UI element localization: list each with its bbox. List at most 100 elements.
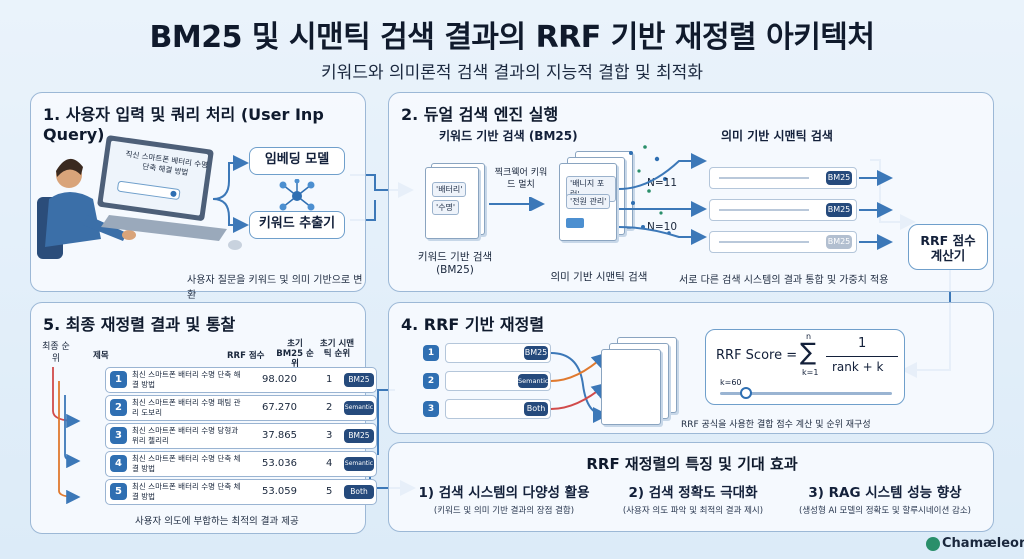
reranked-doc-3 bbox=[601, 349, 661, 425]
rerank-item-2-badge: Semantic bbox=[518, 374, 549, 388]
rrf-calculator-label: RRF 점수 계산기 bbox=[920, 233, 976, 263]
panel-rrf-rerank-title: 4. RRF 기반 재정렬 bbox=[401, 315, 545, 334]
brand-name: Chamæleon bbox=[942, 536, 1024, 551]
keyword-chip-battery: '배터리' bbox=[432, 182, 467, 197]
rerank-item-1-badge: BM25 bbox=[524, 346, 548, 360]
col-bm25-header: 초기 BM25 순위 bbox=[276, 339, 314, 369]
final-row-1-rank: 1 bbox=[110, 371, 127, 388]
final-row-1-title: 최신 스마트폰 배터리 수명 단축 해결 방법 bbox=[132, 370, 241, 389]
result-row-1-badge: BM25 bbox=[826, 171, 852, 185]
benefit-2-sub: (사용자 의도 파악 및 최적의 결과 제시) bbox=[622, 506, 764, 516]
k-slider-thumb[interactable] bbox=[740, 387, 752, 399]
panel-rrf-rerank-caption: RRF 공식을 사용한 결합 점수 계산 및 순위 재구성 bbox=[681, 420, 871, 430]
panel-final-results-caption: 사용자 의도에 부합하는 최적의 결과 제공 bbox=[135, 516, 299, 527]
bm25-header: 키워드 기반 검색 (BM25) bbox=[439, 129, 578, 143]
formula-denominator: rank + k bbox=[832, 360, 884, 374]
final-row-1: 1 최신 스마트폰 배터리 수명 단축 해결 방법 98.020 1 BM25 bbox=[105, 367, 377, 393]
col-rrf-header: RRF 점수 bbox=[227, 351, 265, 361]
panel-benefits: RRF 재정렬의 특징 및 기대 효과 1) 검색 시스템의 다양성 활용 (키… bbox=[388, 442, 994, 532]
rerank-item-3-number: 3 bbox=[423, 401, 439, 417]
k-slider-track[interactable] bbox=[720, 392, 892, 395]
rerank-item-1-number: 1 bbox=[423, 345, 439, 361]
panel-final-results: 5. 최종 재정렬 결과 및 통찰 최종 순위 제목 RRF 점수 초기 BM2… bbox=[30, 302, 377, 534]
final-row-2: 2 최신 스마트폰 배터리 수명 패팀 관리 도보리 67.270 2 Sema… bbox=[105, 395, 377, 421]
final-row-5: 5 최신 스마트폰 배터리 수명 단축 체결 방법 53.059 5 Both bbox=[105, 479, 377, 505]
result-row-2: BM25 bbox=[709, 199, 857, 221]
semantic-header: 의미 기반 시맨틱 검색 bbox=[721, 129, 833, 143]
final-row-2-title: 최신 스마트폰 배터리 수명 패팀 관리 도보리 bbox=[132, 398, 241, 417]
embedding-model-box: 임베딩 모델 bbox=[249, 147, 345, 175]
final-row-3-rank: 3 bbox=[110, 427, 127, 444]
results-merge-arrows bbox=[859, 170, 893, 250]
final-rank-label: 최종 순위 bbox=[42, 342, 70, 364]
rerank-item-1: BM25 bbox=[445, 343, 551, 363]
final-row-5-badge: Both bbox=[344, 485, 374, 499]
col-semantic-header: 초기 시맨틱 순위 bbox=[319, 339, 355, 359]
final-row-4-badge: Semantic bbox=[344, 457, 374, 471]
panel-user-input: 1. 사용자 입력 및 쿼리 처리 (User Inp Query) 직신 스마… bbox=[30, 92, 366, 301]
final-row-3-badge: BM25 bbox=[344, 429, 374, 443]
bm25-to-semantic-arrow bbox=[489, 197, 545, 211]
semantic-vector-dots bbox=[629, 145, 671, 235]
chameleon-icon bbox=[926, 536, 940, 551]
final-row-5-title: 최신 스마트폰 배터리 수명 단축 체결 방법 bbox=[132, 482, 241, 501]
panel-user-input-caption: 사용자 질문을 키워드 및 의미 기반으로 변환 bbox=[187, 275, 363, 301]
rrf-score-calculator: RRF 점수 계산기 bbox=[908, 224, 988, 270]
result-row-3: BM25 bbox=[709, 231, 857, 253]
benefit-1-heading: 1) 검색 시스템의 다양성 활용 bbox=[418, 485, 590, 501]
rrf-formula-box: RRF Score = n ∑ k=1 1 rank + k k=60 bbox=[705, 329, 905, 405]
final-row-3-initial-rank: 3 bbox=[326, 430, 333, 441]
formula-sum-bottom: k=1 bbox=[802, 368, 819, 377]
semantic-doc-label: 의미 기반 시맨틱 검색 bbox=[550, 271, 648, 283]
final-rank-arrows bbox=[52, 367, 81, 505]
benefit-1-sub: (키워드 및 의미 기반 결과의 장점 결합) bbox=[433, 506, 575, 516]
bm25-doc-label: 키워드 기반 검색 (BM25) bbox=[417, 251, 493, 276]
final-row-4-rank: 4 bbox=[110, 455, 127, 472]
benefit-3: 3) RAG 시스템 성능 향상 (생성형 AI 모델의 정확도 및 할루시네이… bbox=[787, 481, 983, 516]
rerank-item-2: Semantic bbox=[445, 371, 551, 391]
final-row-2-score: 67.270 bbox=[262, 402, 297, 413]
formula-sigma: ∑ bbox=[800, 338, 817, 366]
final-row-1-badge: BM25 bbox=[344, 373, 374, 387]
rerank-item-3: Both bbox=[445, 399, 551, 419]
result-row-3-badge: BM25 bbox=[826, 235, 852, 249]
final-row-1-initial-rank: 1 bbox=[326, 374, 333, 385]
formula-fraction-bar bbox=[826, 356, 898, 357]
final-row-4: 4 최신 스마트폰 배터리 수명 단축 체결 방법 53.036 4 Seman… bbox=[105, 451, 377, 477]
rerank-crossing-arrows bbox=[551, 352, 609, 423]
panel1-arrows bbox=[213, 155, 249, 233]
formula-numerator: 1 bbox=[858, 336, 867, 351]
benefit-2: 2) 검색 정확도 극대화 (사용자 의도 파악 및 최적의 결과 제시) bbox=[603, 481, 783, 516]
keyword-chip-lifespan: '수명' bbox=[432, 200, 460, 215]
final-row-3: 3 최신 스마트폰 배터리 수명 당형과 위리 첼리리 37.865 3 BM2… bbox=[105, 423, 377, 449]
bm25-doc-front: '배터리' '수명' bbox=[425, 167, 479, 239]
panel-user-input-title: 1. 사용자 입력 및 쿼리 처리 (User Inp Query) bbox=[43, 105, 324, 144]
panel-dual-search-caption: 서로 다른 검색 시스템의 결과 통합 및 가중치 적용 bbox=[679, 275, 889, 286]
panel-final-results-title: 5. 최종 재정렬 결과 및 통찰 bbox=[43, 315, 236, 334]
formula-label: RRF Score = bbox=[716, 348, 798, 363]
page-subtitle: 키워드와 의미론적 검색 결과의 지능적 결합 및 최적화 bbox=[321, 63, 703, 83]
keyword-extractor-box: 키워드 추출기 bbox=[249, 211, 345, 239]
final-row-4-initial-rank: 4 bbox=[326, 458, 333, 469]
final-row-4-score: 53.036 bbox=[262, 458, 297, 469]
benefit-3-sub: (생성형 AI 모델의 정확도 및 할루시네이션 감소) bbox=[799, 506, 971, 516]
semantic-doc-3: '배니지 포럼' '전원 관리' bbox=[559, 163, 617, 241]
panel-rrf-rerank: 4. RRF 기반 재정렬 1 BM25 2 Semantic 3 Both R… bbox=[388, 302, 994, 434]
rerank-item-2-number: 2 bbox=[423, 373, 439, 389]
semantic-highlight bbox=[566, 218, 584, 228]
rerank-item-3-badge: Both bbox=[524, 402, 548, 416]
formula-sum-top: n bbox=[806, 332, 812, 341]
final-row-5-rank: 5 bbox=[110, 483, 127, 500]
final-row-3-title: 최신 스마트폰 배터리 수명 당형과 위리 첼리리 bbox=[132, 426, 239, 445]
result-row-1: BM25 bbox=[709, 167, 857, 189]
final-row-2-rank: 2 bbox=[110, 399, 127, 416]
final-row-2-initial-rank: 2 bbox=[326, 402, 333, 413]
k-slider-label: k=60 bbox=[720, 378, 742, 387]
keyword-match-label: 찍크웩어 키워드 멀치 bbox=[494, 168, 548, 190]
panel-benefits-title: RRF 재정렬의 특징 및 기대 효과 bbox=[586, 455, 798, 473]
results-fan-arrows bbox=[619, 153, 707, 245]
brand-logo: Chamæleon bbox=[926, 536, 1024, 551]
final-row-2-badge: Semantic bbox=[344, 401, 374, 415]
final-row-1-score: 98.020 bbox=[262, 374, 297, 385]
final-row-5-initial-rank: 5 bbox=[326, 486, 333, 497]
